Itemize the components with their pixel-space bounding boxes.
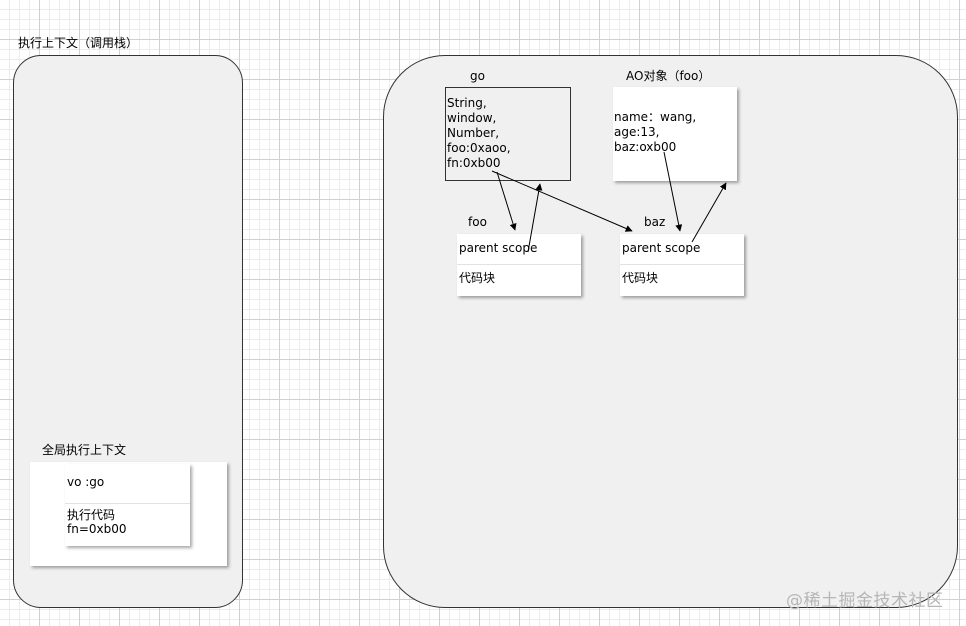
- go-object-box: String, window, Number, foo:0xaoo, fn:0x…: [445, 87, 571, 181]
- divider: [65, 503, 190, 504]
- baz-code-block: 代码块: [622, 271, 659, 285]
- ao-object-box: name：wang, age:13, baz:oxb00: [613, 87, 737, 181]
- foo-code-block: 代码块: [459, 271, 496, 285]
- foo-title: foo: [468, 215, 487, 229]
- watermark: @稀土掘金技术社区: [786, 591, 944, 611]
- foo-parent-scope: parent scope: [459, 241, 538, 255]
- go-title: go: [470, 69, 485, 83]
- global-context-inner: vo :go 执行代码 fn=0xb00: [65, 464, 190, 546]
- divider: [457, 264, 581, 265]
- global-vo-row: vo :go: [67, 475, 105, 489]
- baz-function-box: parent scope 代码块: [620, 234, 744, 296]
- baz-parent-scope: parent scope: [622, 241, 701, 255]
- global-code-row: 执行代码 fn=0xb00: [67, 508, 127, 536]
- foo-function-box: parent scope 代码块: [457, 234, 581, 296]
- global-context-title: 全局执行上下文: [42, 443, 127, 457]
- baz-title: baz: [644, 215, 666, 229]
- ao-title: AO对象（foo）: [626, 69, 711, 83]
- divider: [620, 264, 744, 265]
- call-stack-title: 执行上下文（调用栈）: [18, 36, 139, 50]
